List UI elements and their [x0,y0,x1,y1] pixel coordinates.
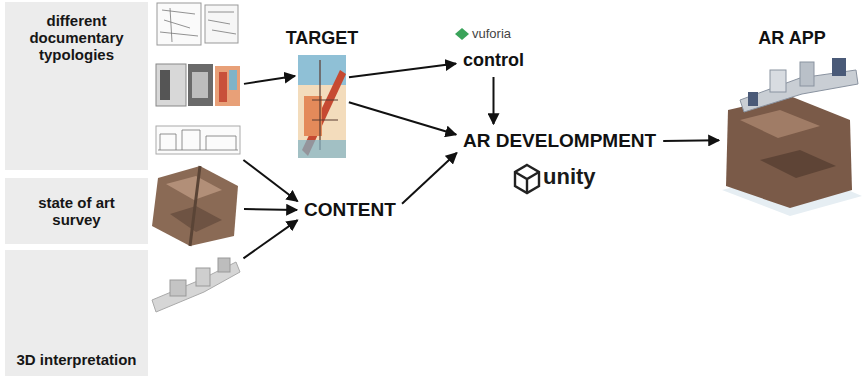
image-node: TARGET [298,55,346,158]
target-sheet [298,55,346,158]
grey-panel: different documentary typologies [5,2,148,170]
ar-block [748,92,758,106]
drawing [215,66,240,106]
document-thumbnails [156,3,240,154]
unity-cube [515,165,539,193]
ar-block [770,70,786,92]
panel-label: 3D interpretation [5,351,148,368]
flow-arrow [243,160,297,201]
ar-roof [740,110,820,138]
unity-logo [515,165,539,193]
sheet [205,5,238,43]
ar-structure [740,70,858,112]
vuforia-logo [455,28,469,40]
grey-panel: 3D interpretation [5,250,148,376]
stage-text: AR DEVELOMPMENT [463,130,656,152]
stage-label: AR DEVELOMPMENT [459,127,660,155]
grey-panel: state of art survey [5,178,148,244]
model-block [170,280,186,296]
elevation [156,126,240,154]
mesh-street [190,166,200,246]
flow-arrow [244,76,295,84]
stage-heading: AR APP [758,28,825,49]
ar-roof [760,150,836,178]
source-panel: different documentary typologies [5,2,241,170]
unity-label: unity [543,164,596,190]
ar-block [800,62,814,86]
drawing-detail [229,70,237,90]
sheet [157,3,201,45]
source-panel: 3D interpretation [5,250,241,376]
ar-app-image [722,58,862,216]
mesh [152,166,238,246]
stage-text: CONTENT [304,199,396,221]
flow-arrow [349,64,456,78]
vuforia-label: vuforia [472,26,511,41]
stage-text: control [463,50,524,71]
ar-city [726,96,852,208]
target-wall [304,96,322,136]
panel-label: state of art survey [5,194,148,228]
flow-arrow [663,139,719,142]
flow-arrow [402,153,457,204]
drawing-detail [219,72,227,102]
sketch-lines [160,8,198,42]
unity-edge [515,172,539,193]
stage-label: control [459,47,528,74]
survey-model [152,166,238,246]
model-block [218,258,230,272]
interpretation-model [152,258,240,312]
photo-detail [192,72,208,98]
photo [156,64,186,106]
sketch-lines [208,12,236,34]
photo [188,64,213,106]
elevation-lines [158,130,238,150]
ar-block [832,58,846,76]
flow-arrow [349,102,456,134]
model-block [196,268,210,286]
target-image [298,55,346,158]
flow-arrow [244,208,297,211]
target-section [298,140,346,158]
panel-label: different documentary typologies [5,12,148,63]
image-node: AR APP [722,55,862,216]
photo-detail [160,70,170,100]
mesh-roof [166,176,222,200]
stage-heading: TARGET [286,28,359,49]
flow-arrow [243,220,297,258]
source-panel: state of art survey [5,178,241,244]
stage-label: CONTENT [300,196,400,224]
flow-arrow [493,77,495,124]
target-lines [312,60,338,150]
